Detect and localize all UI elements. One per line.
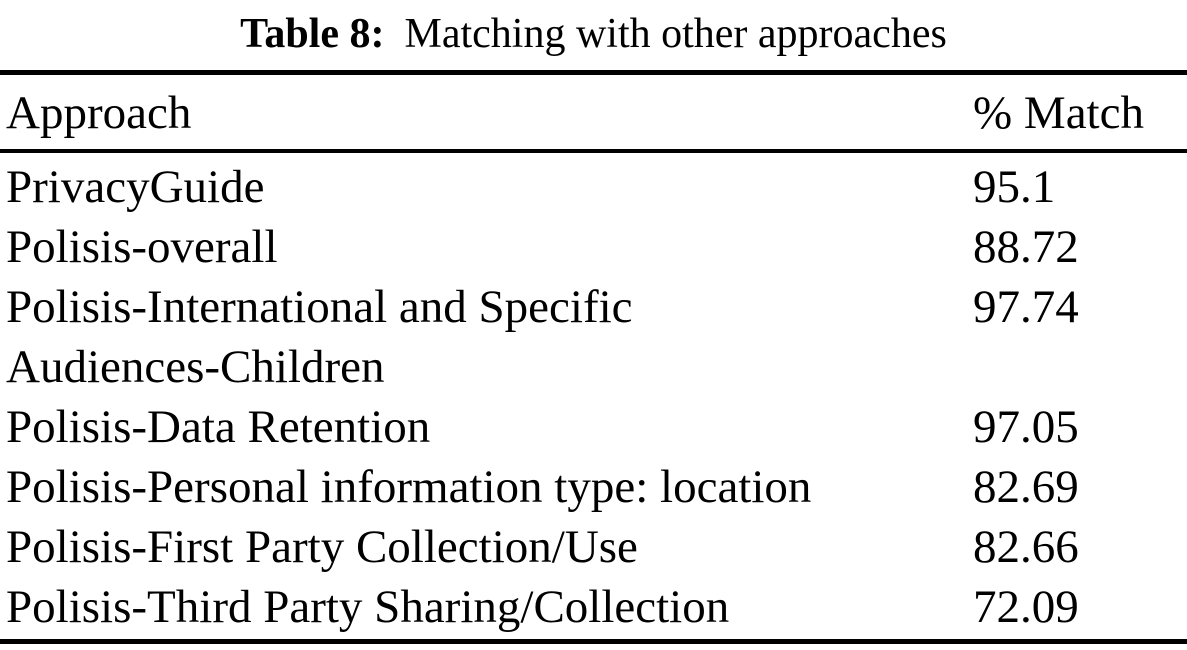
table-row: Polisis-Data Retention 97.05 — [0, 397, 1187, 457]
approach-cell: Polisis-First Party Collection/Use — [6, 521, 638, 573]
table-caption-text: Matching with other approaches — [404, 11, 947, 57]
match-cell: 72.09 — [973, 577, 1187, 644]
table-caption-label: Table 8: — [240, 11, 385, 57]
match-cell: 97.74 — [973, 281, 1079, 333]
match-cell: 97.05 — [973, 401, 1079, 453]
table-body: PrivacyGuide 95.1 Polisis-overall 88.72 … — [0, 151, 1187, 644]
table-row: Polisis-overall 88.72 — [0, 217, 1187, 277]
match-cell: 82.69 — [973, 461, 1079, 513]
table-header-row: Approach % Match — [0, 72, 1187, 153]
match-cell: 82.66 — [973, 521, 1079, 573]
approach-cell: PrivacyGuide — [6, 161, 265, 213]
approach-cell: Polisis-Third Party Sharing/Collection — [0, 577, 973, 644]
approach-cell: Polisis-Personal information type: locat… — [6, 461, 812, 513]
column-header-match: % Match — [973, 72, 1187, 153]
column-header-approach: Approach — [0, 72, 973, 153]
approach-cell: Polisis-International and Specific Audie… — [6, 281, 633, 393]
match-cell: 95.1 — [973, 161, 1056, 213]
table-row: Polisis-Personal information type: locat… — [0, 457, 1187, 517]
table-row: Polisis-International and Specific Audie… — [0, 277, 1187, 397]
approach-cell: Polisis-Data Retention — [6, 401, 431, 453]
paper-page: Table 8: Matching with other approaches A… — [0, 6, 1187, 650]
results-table: Approach % Match PrivacyGuide 95.1 Polis… — [0, 70, 1187, 644]
table-row: PrivacyGuide 95.1 — [0, 151, 1187, 217]
match-cell: 88.72 — [973, 221, 1079, 273]
approach-cell: Polisis-overall — [6, 221, 278, 273]
table-header: Approach % Match — [0, 72, 1187, 153]
table-row: Polisis-First Party Collection/Use 82.66 — [0, 517, 1187, 577]
table-row: Polisis-Third Party Sharing/Collection 7… — [0, 577, 1187, 644]
table-caption: Table 8: Matching with other approaches — [0, 6, 1187, 62]
